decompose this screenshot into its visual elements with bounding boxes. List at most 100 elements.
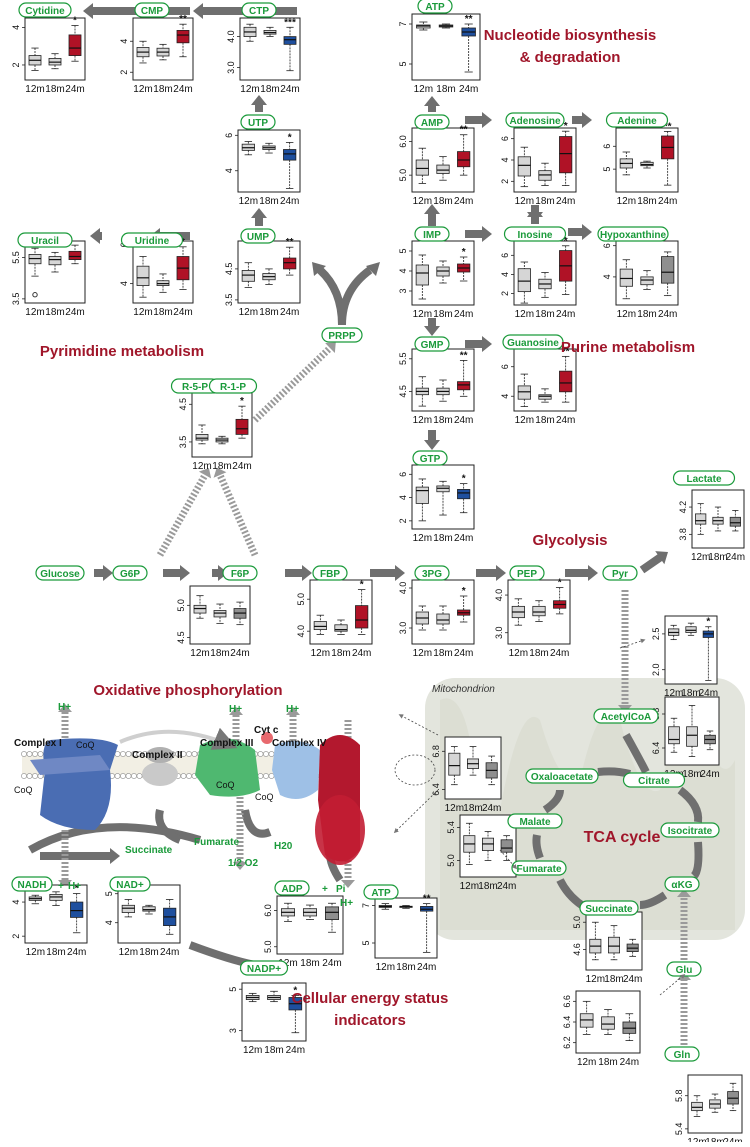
lipid-head <box>186 751 192 757</box>
node-imp: IMP <box>414 226 450 242</box>
box-grey <box>601 1016 615 1030</box>
node-label: Gln <box>674 1050 691 1061</box>
y-tick-label: 6.2 <box>562 1036 572 1049</box>
age-label: 24m <box>173 307 192 318</box>
y-tick-label: 4 <box>104 920 114 925</box>
node-pill <box>239 960 289 976</box>
y-tick-label: 7 <box>398 21 408 26</box>
age-label: 12m <box>26 947 45 958</box>
significance-mark: * <box>462 247 466 258</box>
coq-transfer-arrow <box>119 727 238 750</box>
node-pill <box>414 336 450 352</box>
age-label: 18m <box>300 958 319 969</box>
arrow-inosine-adenosine <box>527 207 543 224</box>
node-pill <box>414 226 450 242</box>
box-grey <box>415 264 429 286</box>
pi-label: Pi <box>336 884 346 895</box>
dashed-r5p-prpp <box>252 345 333 423</box>
node-label: Citrate <box>638 776 670 787</box>
age-label: 18m <box>433 415 452 426</box>
complex-iii-label: Complex III <box>200 738 254 749</box>
hplus-label: H+ <box>340 898 353 909</box>
age-label: 18m <box>139 947 158 958</box>
node-pill <box>602 565 638 581</box>
box-grey <box>686 726 698 747</box>
node-label: Guanosine <box>507 338 559 349</box>
arrow-utp-ctp <box>251 95 267 112</box>
box-grey <box>532 605 546 617</box>
y-tick-label: 4 <box>500 394 510 399</box>
age-label: 18m <box>433 309 452 320</box>
significance-mark: ** <box>286 237 294 248</box>
node-label: UTP <box>248 118 268 129</box>
y-tick-label: 4 <box>11 900 21 905</box>
age-label: 18m <box>478 881 497 892</box>
y-tick-label: 5 <box>361 940 371 945</box>
node-label: AcetylCoA <box>601 712 652 723</box>
node-label: 3PG <box>422 569 442 580</box>
node-inosine: Inosine <box>503 226 567 242</box>
section-title-glycolysis: Glycolysis <box>532 532 607 549</box>
age-label: 18m <box>433 648 452 659</box>
age-label: 18m <box>682 769 701 780</box>
cytc-label: Cyt c <box>254 725 279 736</box>
node-label: NADH <box>18 880 47 891</box>
y-tick-label: 5.0 <box>446 854 456 867</box>
age-label: 24m <box>699 688 718 699</box>
node-ump: UMP <box>240 228 276 244</box>
hplus-label: H+ <box>68 881 81 892</box>
arrow-g6p-f6p-2 <box>212 565 228 581</box>
age-label: 18m <box>463 803 482 814</box>
age-label: 18m <box>681 688 700 699</box>
hplus-label: H+ <box>58 702 71 713</box>
age-label: 18m <box>705 1137 724 1142</box>
arrow-amp-adenosine <box>465 112 492 128</box>
y-tick-label: 4.5 <box>178 398 188 411</box>
node-pill <box>35 565 85 581</box>
hplus-label: H+ <box>229 704 242 715</box>
box-grey <box>517 156 531 177</box>
dashed-arrowhead <box>229 707 243 715</box>
y-tick-label: 6.4 <box>651 742 661 755</box>
node-adenine: Adenine <box>605 112 669 128</box>
box-grey <box>436 613 450 625</box>
node-pill <box>11 876 53 892</box>
y-tick-label: 5.0 <box>572 916 582 929</box>
age-label: 12m <box>687 1137 706 1142</box>
dashed-g6p-r5p <box>156 473 209 557</box>
node-pill <box>664 876 700 892</box>
age-label: 24m <box>556 415 575 426</box>
complex-i-arm <box>30 755 110 775</box>
complex-iii <box>195 738 260 797</box>
section-title-tca: TCA cycle <box>584 829 661 846</box>
dotted-connector <box>499 849 518 870</box>
outlier-point <box>32 292 38 298</box>
y-tick-label: 2 <box>11 62 21 67</box>
node-g6p: G6P <box>112 565 148 581</box>
y-tick-label: 4 <box>224 168 234 173</box>
y-tick-label: 5.0 <box>296 593 306 606</box>
age-label: 18m <box>436 84 455 95</box>
node-pyr: Pyr <box>602 565 638 581</box>
age-label: 18m <box>331 648 350 659</box>
lipid-head <box>191 751 198 757</box>
age-label: 12m <box>240 84 259 95</box>
arrow-acetylcoa-citrate <box>622 733 650 774</box>
y-tick-label: 6.4 <box>431 783 441 796</box>
significance-mark: ** <box>179 14 187 25</box>
age-label: 18m <box>535 415 554 426</box>
y-tick-label: 2 <box>11 934 21 939</box>
dashed-arrowhead <box>233 862 247 870</box>
box-grey <box>695 513 707 525</box>
node-label: CTP <box>249 6 269 17</box>
box-grey <box>121 904 135 913</box>
significance-mark: * <box>462 586 466 597</box>
electron-transport-chain <box>21 727 365 865</box>
lipid-head <box>21 773 27 779</box>
